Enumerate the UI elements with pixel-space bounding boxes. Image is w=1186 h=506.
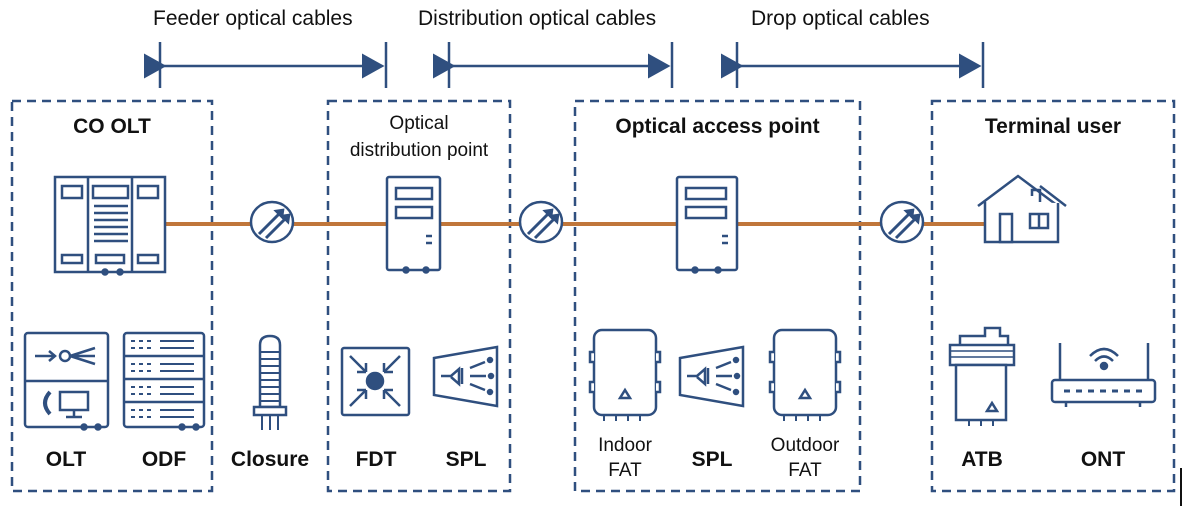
outdoor-fat-label-line2: FAT: [788, 460, 822, 481]
ont-icon: [1050, 343, 1157, 407]
drop-cable-arrow: [721, 42, 985, 88]
spl-icon: [432, 345, 499, 408]
splice-icon: [249, 200, 295, 244]
indoor-fat-icon: [588, 328, 662, 421]
drop-cables-label: Drop optical cables: [751, 7, 930, 30]
fdt-icon: [340, 346, 411, 417]
closure-icon: [252, 334, 288, 430]
odf-icon: [122, 331, 206, 431]
distribution-cable-arrow: [433, 42, 674, 88]
co-olt-box: [10, 99, 214, 493]
ont-label: ONT: [1080, 448, 1126, 471]
terminal-title: Terminal user: [984, 115, 1122, 138]
indoor-fat-label-line1: Indoor: [598, 435, 652, 456]
fdt-label: FDT: [355, 448, 397, 471]
splice-icon: [879, 200, 925, 244]
odp-box: [326, 99, 512, 493]
spl-icon: [678, 345, 745, 408]
terminal-box: [930, 99, 1176, 493]
odf-label: ODF: [141, 448, 187, 471]
splice-icon: [518, 200, 564, 244]
odp-title-line2: distribution point: [349, 140, 489, 161]
oap-title: Optical access point: [615, 115, 820, 138]
olt-cabinet-icon: [53, 175, 167, 276]
odp-title-line1: Optical: [389, 113, 449, 134]
olt-device-icon: [23, 331, 110, 431]
closure-label: Closure: [230, 448, 310, 471]
oap-box: [573, 99, 862, 493]
oap-server-icon: [675, 175, 739, 274]
odp-server-icon: [385, 175, 442, 274]
spl-label-2: SPL: [691, 448, 733, 471]
distribution-cables-label: Distribution optical cables: [418, 7, 657, 30]
atb-icon: [948, 326, 1016, 426]
feeder-cables-label: Feeder optical cables: [153, 7, 353, 30]
outdoor-fat-label-line1: Outdoor: [770, 435, 840, 456]
atb-label: ATB: [961, 448, 1003, 471]
spl-label-1: SPL: [445, 448, 487, 471]
indoor-fat-label-line2: FAT: [608, 460, 642, 481]
olt-label: OLT: [45, 448, 87, 471]
house-icon: [977, 174, 1067, 244]
co-olt-title: CO OLT: [73, 115, 151, 138]
feeder-cable-arrow: [144, 42, 388, 88]
outdoor-fat-icon: [768, 328, 842, 421]
